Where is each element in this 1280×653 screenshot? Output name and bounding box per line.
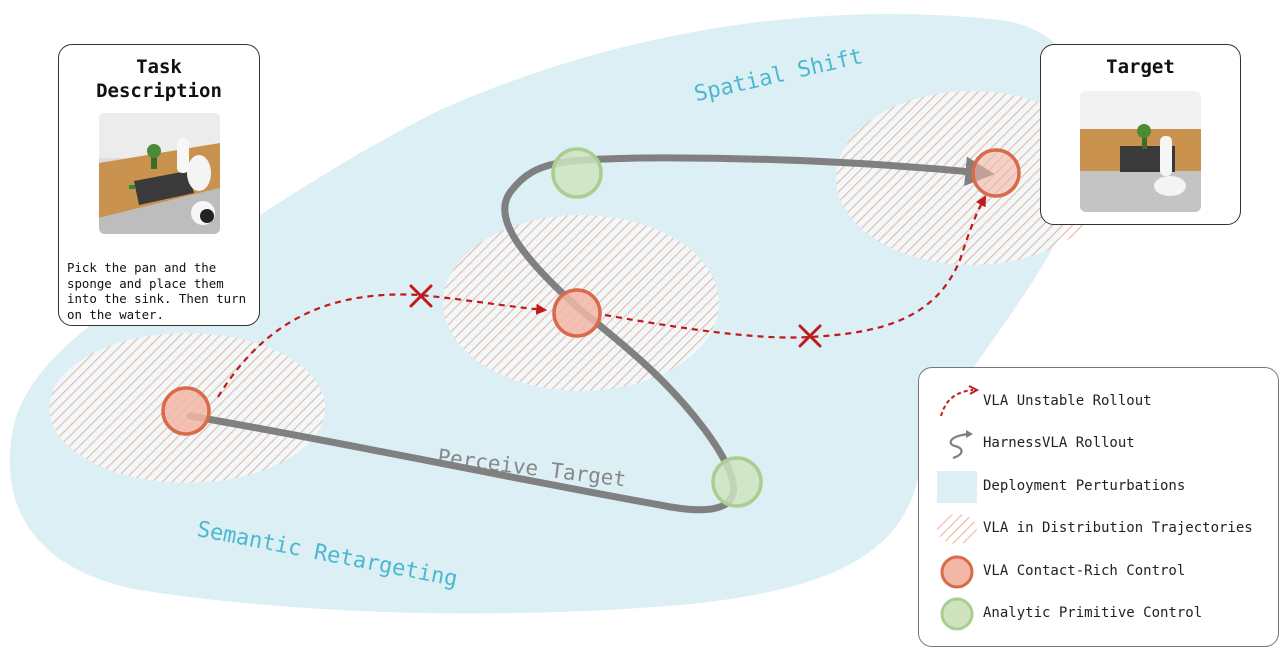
failure-cross-icon: [409, 284, 433, 308]
hatched-region-icon: [937, 514, 977, 544]
legend-item-contact-rich: VLA Contact-Rich Control: [919, 554, 1278, 590]
solid-arrow-icon: [949, 430, 973, 460]
task-description-card: Task Description Pick the pan and the sp…: [58, 44, 260, 326]
legend: VLA Unstable Rollout HarnessVLA Rollout …: [918, 367, 1279, 647]
primitive-node-top: [551, 147, 603, 199]
contact-rich-node-middle: [552, 288, 602, 338]
legend-label: VLA Contact-Rich Control: [983, 563, 1186, 579]
legend-label: HarnessVLA Rollout: [983, 435, 1135, 451]
task-scene-image: [99, 113, 220, 234]
legend-label: Analytic Primitive Control: [983, 605, 1203, 621]
failure-cross-icon: [798, 324, 822, 348]
contact-rich-node-target: [971, 148, 1021, 198]
primitive-node-bottom: [711, 456, 763, 508]
unstable-rollout-path-2: [604, 195, 987, 339]
legend-item-unstable-rollout: VLA Unstable Rollout: [919, 384, 1278, 420]
target-title: Target: [1106, 56, 1175, 78]
legend-label: Deployment Perturbations: [983, 478, 1186, 494]
target-scene-image: [1080, 91, 1201, 212]
legend-item-in-distribution: VLA in Distribution Trajectories: [919, 511, 1278, 547]
green-circle-icon: [940, 597, 974, 631]
legend-label: VLA in Distribution Trajectories: [983, 520, 1253, 536]
task-description-text: Pick the pan and the sponge and place th…: [67, 260, 247, 322]
unstable-rollout-path: [217, 293, 548, 398]
task-description-title: Task Description: [96, 56, 222, 102]
legend-label: VLA Unstable Rollout: [983, 393, 1152, 409]
orange-circle-icon: [940, 555, 974, 589]
legend-item-analytic-primitive: Analytic Primitive Control: [919, 596, 1278, 632]
blue-region-icon: [937, 471, 977, 503]
legend-item-deployment-perturbations: Deployment Perturbations: [919, 469, 1278, 505]
legend-item-harnessvla-rollout: HarnessVLA Rollout: [919, 426, 1278, 462]
contact-rich-node-start: [161, 386, 211, 436]
target-card: Target: [1040, 44, 1241, 225]
dashed-arrow-icon: [940, 385, 980, 417]
